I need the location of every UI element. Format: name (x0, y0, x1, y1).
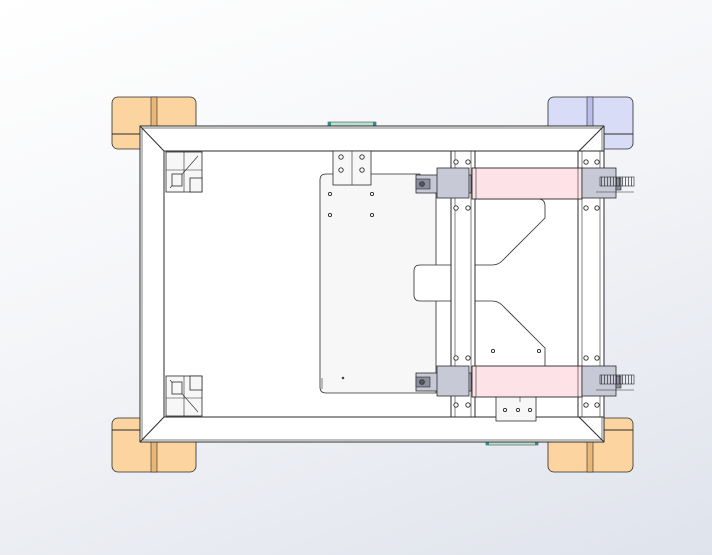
center-top-bracket (332, 150, 372, 186)
gusset-top-left (165, 151, 203, 193)
upper-cylinder-assembly (415, 159, 635, 211)
gusset-bottom-left (165, 375, 203, 417)
lower-cylinder-assembly (415, 355, 635, 408)
bottom-slider-plate (495, 394, 537, 422)
right-carriage-plate (413, 198, 546, 393)
center-base-plate (319, 173, 437, 394)
